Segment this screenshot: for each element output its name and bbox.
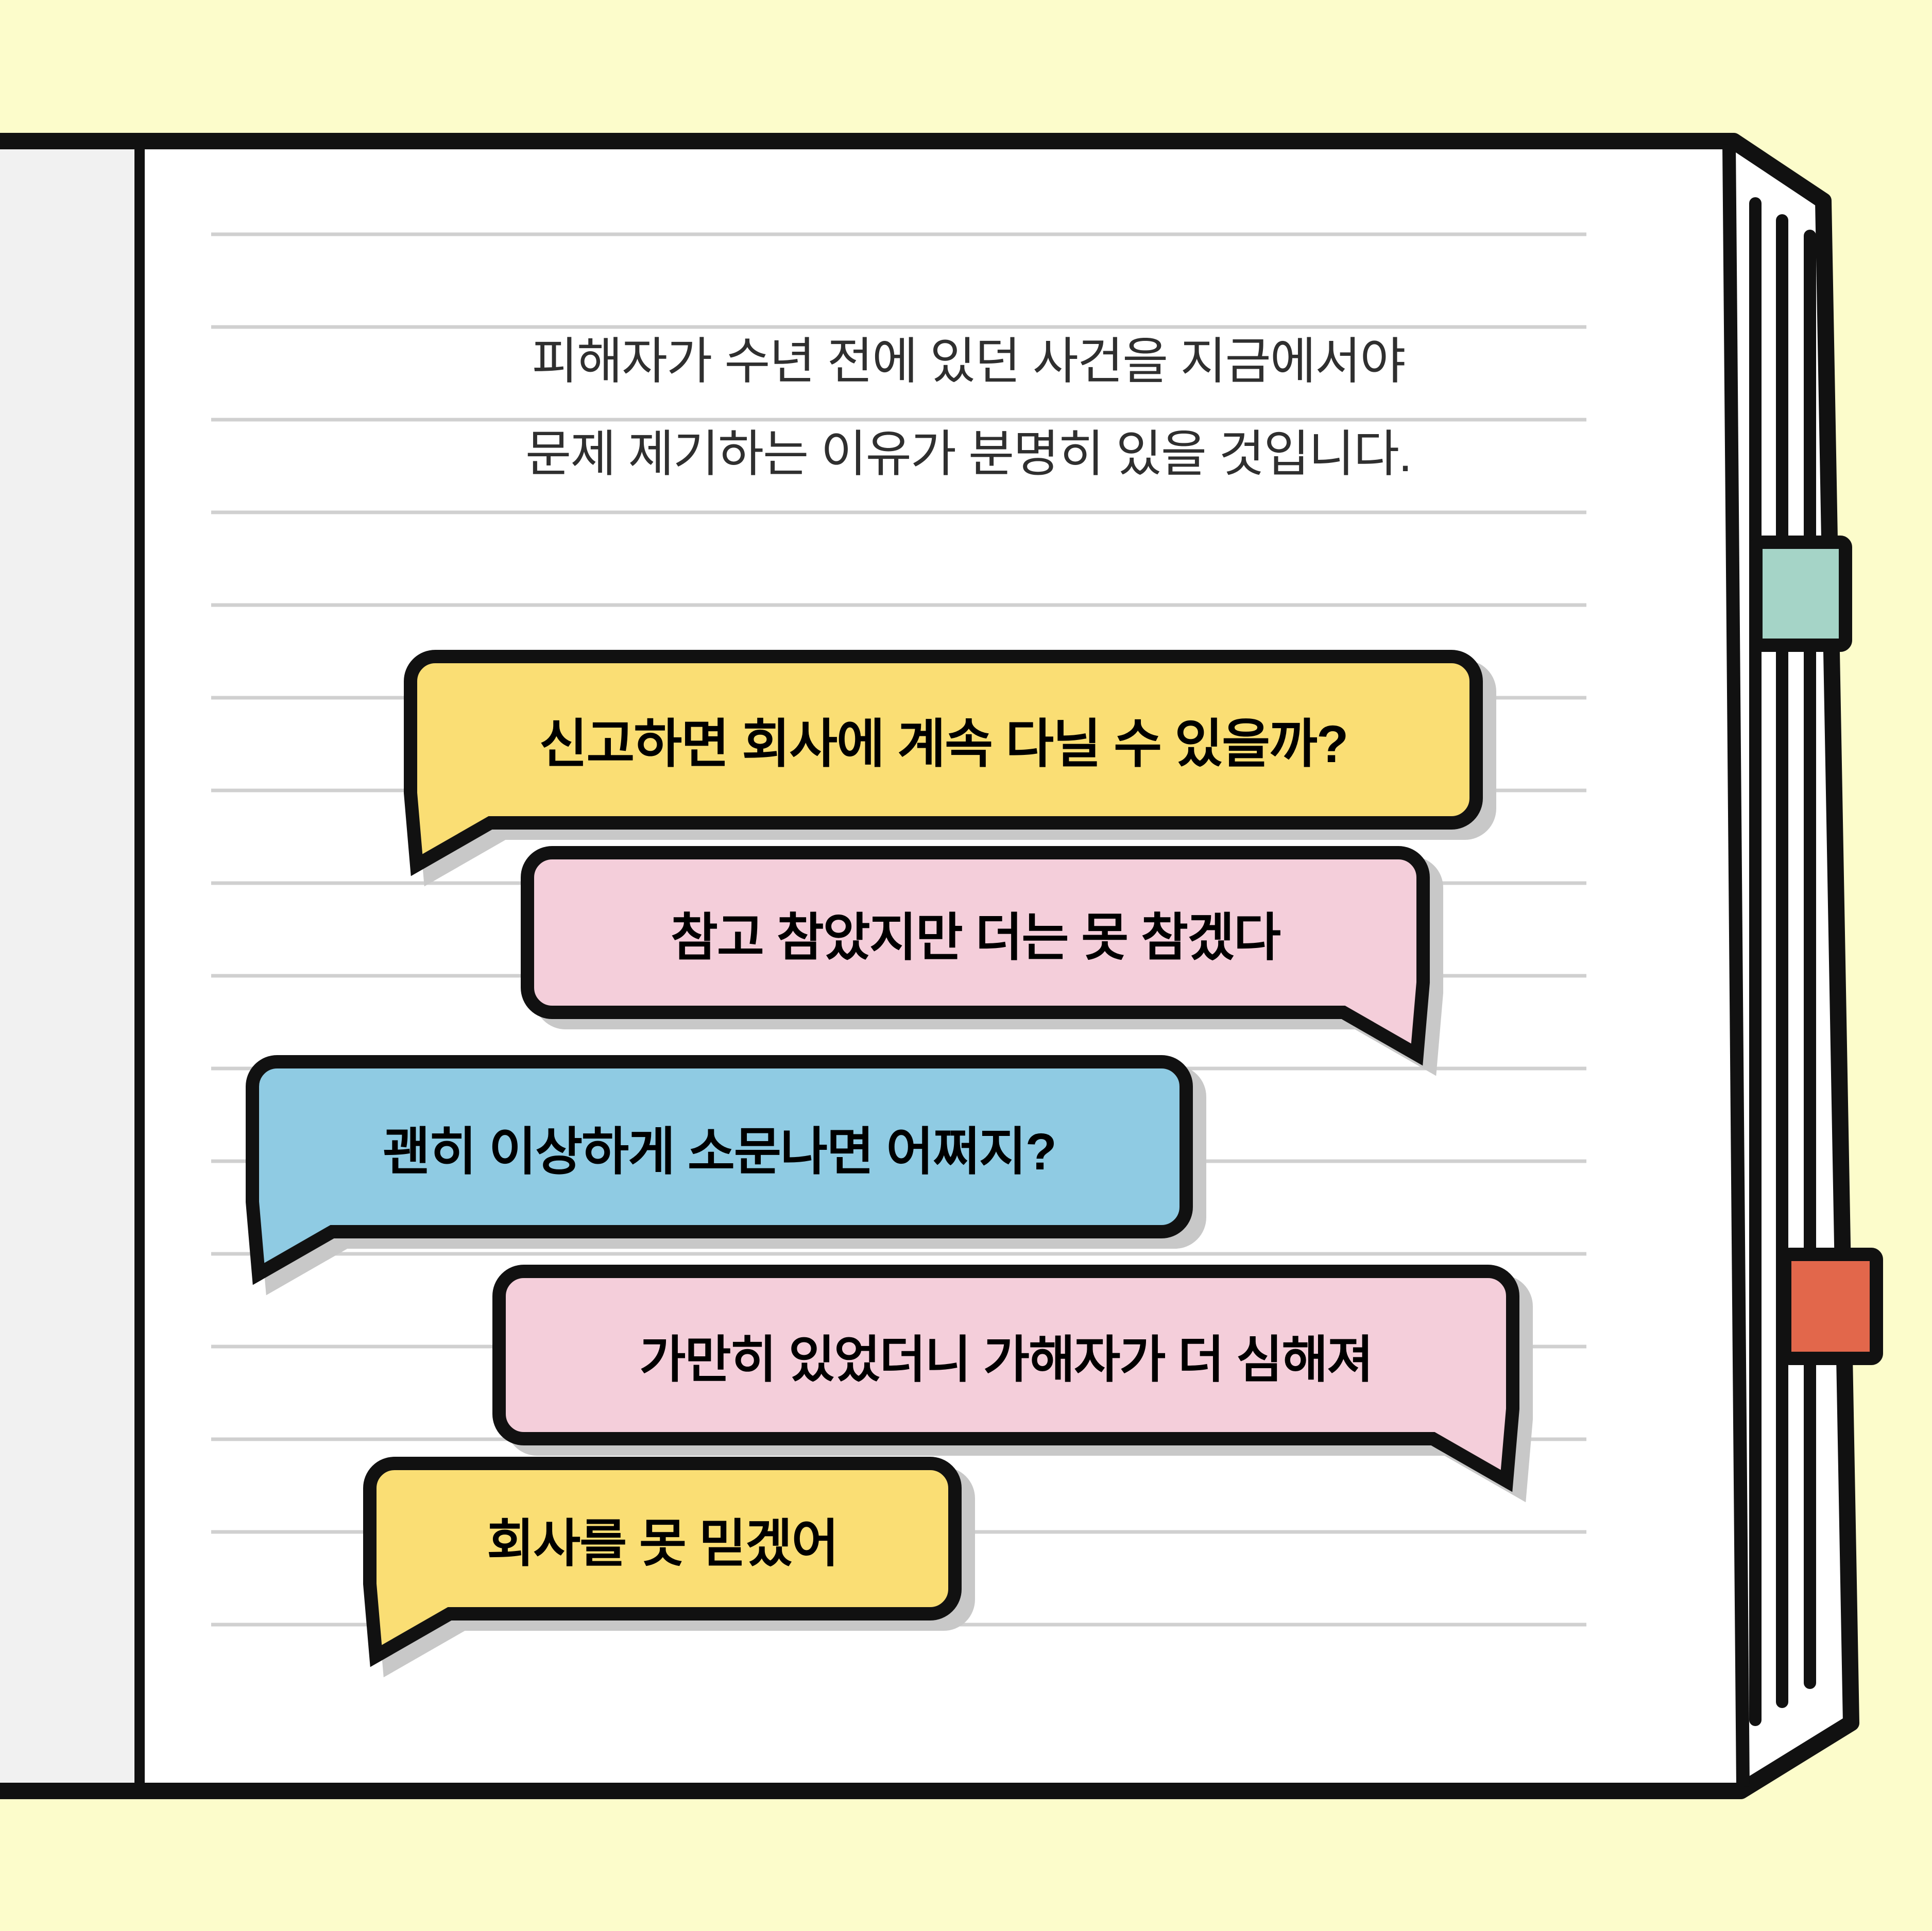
speech-bubble-5: 회사를 못 믿겠어 — [363, 1457, 975, 1678]
speech-bubble-5-label: 회사를 못 믿겠어 — [487, 1514, 839, 1573]
speech-bubble-2-label: 참고 참았지만 더는 못 참겠다 — [670, 908, 1281, 967]
intro-line-2: 문제 제기하는 이유가 분명히 있을 것입니다. — [525, 426, 1412, 482]
page-stack-lines — [1749, 197, 1816, 1726]
page-right-edge — [1722, 144, 1750, 1787]
speech-bubble-shape — [521, 846, 1443, 1076]
speech-bubble-shape — [246, 1055, 1206, 1296]
speech-bubble-shape — [492, 1265, 1533, 1503]
speech-bubble-shape — [404, 650, 1496, 887]
speech-bubble-3: 괜히 이상하게 소문나면 어쩌지? — [246, 1055, 1206, 1296]
speech-bubble-shape — [363, 1457, 975, 1678]
back-cover-strip — [0, 149, 134, 1783]
red-bookmark-tab — [1778, 1248, 1883, 1365]
teal-bookmark-tab — [1749, 536, 1852, 652]
speech-bubble-2: 참고 참았지만 더는 못 참겠다 — [521, 846, 1443, 1076]
gutter-divider — [134, 142, 145, 1790]
speech-bubble-4-label: 가만히 있었더니 가해자가 더 심해져 — [639, 1331, 1373, 1388]
speech-bubble-1-label: 신고하면 회사에 계속 다닐 수 있을까? — [539, 715, 1349, 773]
speech-bubble-4: 가만히 있었더니 가해자가 더 심해져 — [492, 1265, 1533, 1503]
intro-line-1: 피해자가 수년 전에 있던 사건을 지금에서야 — [532, 333, 1406, 389]
intro-text: 피해자가 수년 전에 있던 사건을 지금에서야 문제 제기하는 이유가 분명히 … — [350, 315, 1586, 501]
speech-bubble-1: 신고하면 회사에 계속 다닐 수 있을까? — [404, 650, 1496, 887]
speech-bubble-3-label: 괜히 이상하게 소문나면 어쩌지? — [383, 1123, 1056, 1181]
